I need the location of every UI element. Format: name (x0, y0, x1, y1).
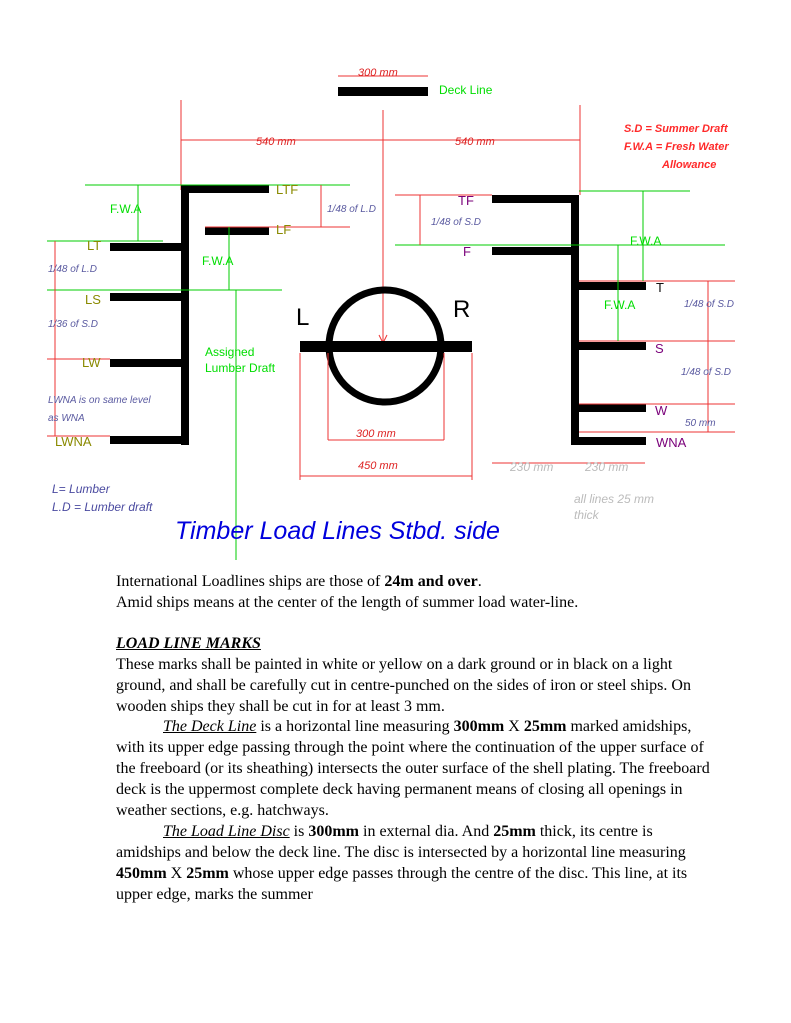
diagram-title: Timber Load Lines Stbd. side (175, 517, 500, 545)
mark-w (571, 404, 646, 412)
paragraph-2: Amid ships means at the center of the le… (116, 593, 579, 611)
label-w: W (655, 403, 668, 418)
dim-300-top: 300 mm (358, 67, 398, 79)
fwa-label-4: F.W.A (604, 298, 635, 312)
mark-ls (110, 293, 186, 301)
sd-legend: S.D = Summer Draft (624, 123, 729, 135)
deck-line-label: Deck Line (439, 83, 493, 97)
dim-ld-right: 1/48 of L.D (327, 204, 376, 215)
mark-f (492, 247, 579, 255)
disc-bold-2: 25mm (493, 822, 536, 840)
mark-s (571, 342, 646, 350)
body-text: International Loadlines ships are those … (116, 572, 716, 906)
p1-end: . (477, 573, 482, 590)
section-heading: LOAD LINE MARKS (116, 634, 261, 652)
mark-lf (205, 227, 269, 235)
dim-sd48-right-2: 1/48 of S.D (681, 367, 731, 378)
deck-text-cont: marked amidships, with its upper edge pa… (116, 718, 710, 820)
dim-230-2: 230 mm (584, 460, 628, 474)
assigned-label-cont: Lumber Draft (205, 361, 276, 375)
paragraph-load-line-disc: The Load Line Disc is 300mm in external … (116, 822, 716, 906)
dim-sd36: 1/36 of S.D (48, 319, 98, 330)
deck-text: is a horizontal line measuring (256, 718, 454, 736)
dim-300-disc: 300 mm (356, 428, 396, 440)
disc-bold-1: 300mm (308, 822, 359, 840)
dim-sd48-left: 1/48 of S.D (431, 217, 481, 228)
mark-lt (110, 243, 186, 251)
mark-ltf (181, 185, 269, 193)
all-lines-note: all lines 25 mm (574, 492, 654, 506)
lumber-legend: L= Lumber (52, 482, 111, 496)
deck-bold-2: 25mm (523, 718, 567, 736)
deck-x: X (504, 718, 524, 736)
dim-540-right: 540 mm (455, 136, 495, 148)
disc-text-3: thick, its centre is amidships and below… (116, 822, 686, 861)
label-ltf: LTF (276, 182, 298, 197)
mark-tf (492, 195, 579, 203)
dim-230-1: 230 mm (509, 460, 553, 474)
label-s: S (655, 341, 664, 356)
disc-horizontal-line (300, 341, 472, 352)
label-wna: WNA (656, 435, 687, 450)
mark-lwna (110, 436, 189, 444)
disc-bold-4: 25mm (186, 864, 229, 882)
label-lw: LW (82, 355, 101, 370)
disc-text-4: whose upper edge passes through the cent… (116, 864, 688, 903)
paragraph-3: These marks shall be painted in white or… (116, 655, 691, 715)
dim-sd48-right: 1/48 of S.D (684, 299, 734, 310)
dim-540-left: 540 mm (256, 136, 296, 148)
disc-x: X (166, 864, 187, 882)
dim-50: 50 mm (685, 418, 716, 429)
dim-450: 450 mm (358, 460, 398, 472)
label-f: F (463, 244, 471, 259)
p1-bold: 24m and over (384, 573, 478, 590)
fwa-legend-cont: Allowance (661, 159, 716, 171)
disc-text-2: in external dia. And (359, 822, 494, 840)
ld-legend: L.D = Lumber draft (52, 500, 153, 514)
label-lwna: LWNA (55, 434, 92, 449)
p1-text: International Loadlines ships are those … (116, 573, 385, 590)
deck-line-mark (338, 87, 428, 96)
label-lf: LF (276, 222, 291, 237)
lwna-note-cont: as WNA (48, 413, 85, 424)
paragraph-1: International Loadlines ships are those … (116, 572, 716, 593)
fwa-legend: F.W.A = Fresh Water (624, 141, 729, 153)
disc-text: is (289, 822, 309, 840)
paragraph-deck-line: The Deck Line is a horizontal line measu… (116, 717, 716, 822)
disc-term: The Load Line Disc (163, 822, 290, 840)
all-lines-note-cont: thick (574, 508, 600, 522)
label-t: T (656, 280, 664, 295)
letter-l: L (296, 304, 309, 331)
disc-bold-3: 450mm (116, 864, 167, 882)
dim-ld-left: 1/48 of L.D (48, 264, 97, 275)
timber-load-lines-diagram: 300 mm Deck Line 540 mm 540 mm S.D = Sum… (47, 67, 735, 560)
label-ls: LS (85, 292, 101, 307)
fwa-label-3: F.W.A (630, 234, 661, 248)
mark-t (571, 282, 646, 290)
deck-line-term: The Deck Line (163, 718, 257, 736)
deck-bold-1: 300mm (453, 718, 505, 736)
fwa-label-1: F.W.A (110, 202, 141, 216)
assigned-label: Assigned (205, 345, 254, 359)
letter-r: R (453, 296, 470, 323)
lwna-note: LWNA is on same level (48, 395, 151, 406)
label-tf: TF (458, 193, 474, 208)
label-lt: LT (87, 238, 101, 253)
fwa-label-2: F.W.A (202, 254, 233, 268)
mark-wna (571, 437, 646, 445)
mark-lw (110, 359, 186, 367)
